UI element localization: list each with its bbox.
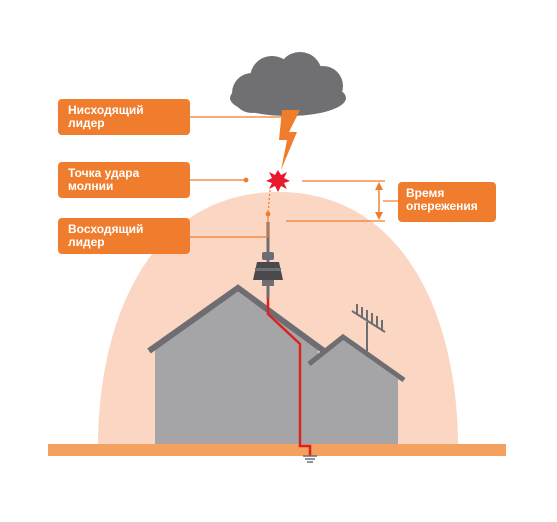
house-large-roof [147, 284, 326, 354]
label-ascending-leader: Восходящий лидер [58, 218, 190, 254]
storm-cloud-icon [230, 52, 346, 116]
house-small-roof [307, 333, 406, 383]
ascending-leader-trace [267, 189, 271, 215]
lead-time-arrow-icon [375, 182, 383, 220]
label-descending-leader: Нисходящий лидер [58, 99, 190, 135]
pointer-strike-dot [243, 177, 249, 183]
lightning-rod-head [253, 252, 283, 298]
lightning-bolt-icon [279, 110, 300, 170]
tv-antenna-icon [351, 304, 386, 357]
strike-spark-icon [266, 170, 290, 192]
ground-strip [48, 444, 506, 456]
ground-symbol-icon [303, 455, 317, 463]
ascending-leader-tip [265, 211, 271, 217]
label-lead-time: Время опережения [398, 182, 496, 222]
label-strike-point: Точка удара молнии [58, 162, 190, 198]
house-small [312, 340, 398, 444]
down-conductor [266, 298, 312, 456]
house-large [155, 292, 318, 444]
